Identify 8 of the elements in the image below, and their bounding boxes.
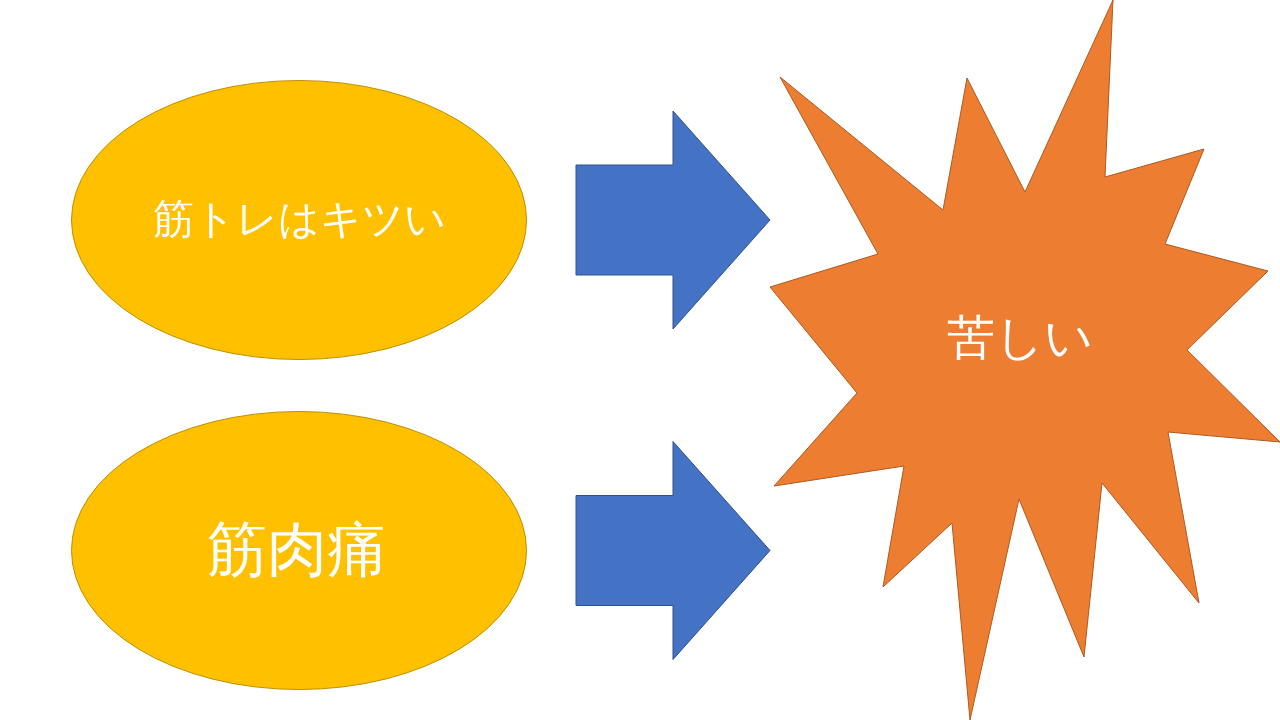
node-label: 筋肉痛 <box>207 519 387 579</box>
node-label: 筋トレはキツい <box>152 198 446 240</box>
block-arrow <box>575 441 771 660</box>
node-label: 苦しい <box>947 313 1093 361</box>
ellipse <box>71 411 527 690</box>
starburst <box>770 0 1280 720</box>
block-arrow <box>575 110 771 330</box>
ellipse <box>71 80 527 360</box>
